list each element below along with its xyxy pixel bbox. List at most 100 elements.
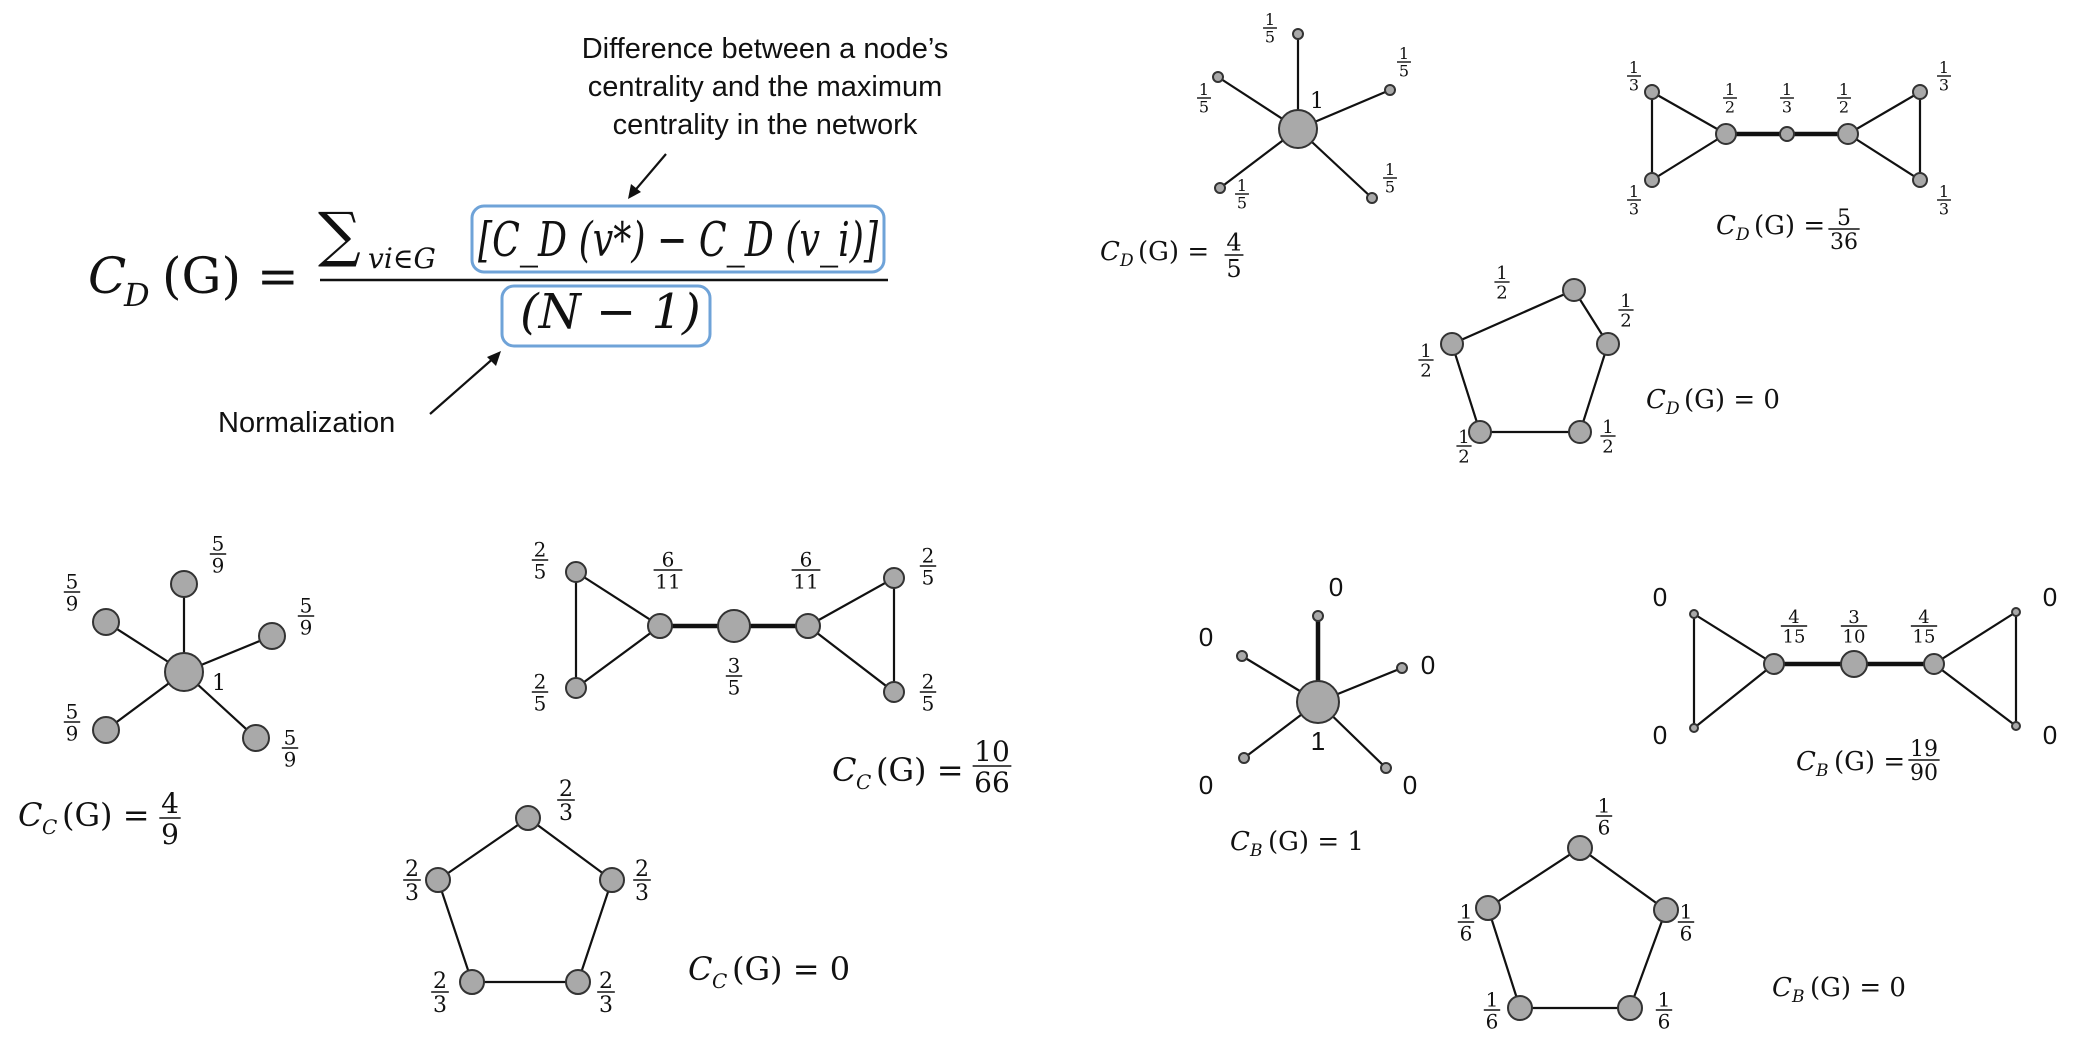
result-argument: (G) = bbox=[62, 796, 150, 834]
star-leaf-label: 15 bbox=[1235, 176, 1249, 213]
fraction-denominator: 11 bbox=[655, 569, 680, 593]
bowtie-node-label: 25 bbox=[531, 669, 549, 715]
fraction-denominator: 3 bbox=[599, 993, 613, 1018]
betweenness-pentagon-result: C B (G) = 0 bbox=[1772, 973, 1906, 1007]
bowtie-node-label: 611 bbox=[653, 547, 683, 593]
star-leaf-node bbox=[1312, 610, 1324, 622]
bowtie-node bbox=[1689, 609, 1699, 619]
fraction-numerator: 1 bbox=[1939, 58, 1949, 77]
pentagon-node bbox=[1568, 420, 1592, 444]
pentagon-node bbox=[1507, 995, 1533, 1021]
bowtie-node bbox=[565, 677, 587, 699]
fraction-numerator: 2 bbox=[433, 969, 447, 994]
fraction-numerator: 2 bbox=[922, 669, 935, 693]
star-leaf-label: 15 bbox=[1197, 80, 1211, 117]
pentagon-node-label: 23 bbox=[597, 969, 615, 1018]
fraction-numerator: 1 bbox=[1629, 182, 1639, 201]
fraction-denominator: 3 bbox=[1629, 76, 1639, 95]
bowtie-node-label: 25 bbox=[919, 543, 937, 589]
star-leaf-node bbox=[170, 570, 198, 598]
betweenness-bowtie-graph: 0 0 0 0 bbox=[1653, 582, 2057, 750]
star-leaf-label: 59 bbox=[209, 531, 227, 577]
bowtie-node-label: 611 bbox=[791, 547, 821, 593]
pentagon-node-label: 12 bbox=[1600, 417, 1616, 458]
fraction-denominator: 9 bbox=[66, 591, 79, 615]
formula-denominator: (N − 1) bbox=[520, 284, 701, 340]
fraction-numerator: 2 bbox=[635, 857, 649, 882]
star-leaf-node bbox=[1292, 28, 1304, 40]
star-leaf-label: 59 bbox=[297, 593, 315, 639]
star-leaf-node bbox=[1396, 662, 1408, 674]
fraction-numerator: 1 bbox=[1629, 58, 1639, 77]
fraction-denominator: 5 bbox=[1385, 178, 1395, 197]
star-leaf-label: 59 bbox=[281, 725, 299, 771]
bowtie-node bbox=[1779, 126, 1795, 142]
fraction-numerator: 1 bbox=[1420, 341, 1431, 362]
bowtie-outer-label: 0 bbox=[2043, 582, 2057, 612]
fraction-denominator: 9 bbox=[212, 553, 225, 577]
star-leaf-label: 15 bbox=[1263, 10, 1277, 47]
degree-star-result: C D (G) = bbox=[1100, 237, 1209, 271]
fraction-denominator: 3 bbox=[1782, 98, 1792, 117]
result-lhs: C bbox=[1646, 385, 1666, 415]
pentagon-node-label: 12 bbox=[1494, 263, 1510, 304]
result-subscript: B bbox=[1791, 987, 1805, 1007]
degree-pentagon-result: C D (G) = 0 bbox=[1646, 385, 1780, 419]
fraction-numerator: 2 bbox=[534, 669, 547, 693]
bowtie-node-label: 13 bbox=[1937, 182, 1951, 219]
star-leaf-node bbox=[1380, 762, 1392, 774]
pentagon-node-label: 16 bbox=[1655, 987, 1673, 1033]
fraction-numerator: 1 bbox=[1839, 80, 1849, 99]
pentagon-node bbox=[515, 805, 541, 831]
fraction-denominator: 5 bbox=[922, 691, 935, 715]
pentagon-node-label: 16 bbox=[1595, 793, 1613, 839]
bowtie-outer-label: 0 bbox=[1653, 582, 1667, 612]
result-subscript: C bbox=[42, 815, 57, 839]
closeness-pentagon-result: C C (G) = 0 bbox=[688, 950, 850, 993]
pentagon-node bbox=[1567, 835, 1593, 861]
result-argument: (G) = 0 bbox=[1810, 973, 1906, 1003]
fraction-denominator: 5 bbox=[534, 691, 547, 715]
fraction-numerator: 1 bbox=[1725, 80, 1735, 99]
bowtie-node-label: 415 bbox=[1910, 607, 1938, 648]
fraction-denominator: 3 bbox=[635, 881, 649, 906]
fraction-numerator: 4 bbox=[161, 787, 179, 820]
betweenness-bowtie-result: C B (G) = bbox=[1796, 747, 1905, 781]
fraction-numerator: 5 bbox=[66, 569, 79, 593]
bowtie-node bbox=[1912, 84, 1928, 100]
pentagon-node bbox=[1440, 332, 1464, 356]
fraction-numerator: 6 bbox=[662, 547, 675, 571]
star-center-node bbox=[164, 652, 204, 692]
result-argument: (G) = bbox=[1138, 237, 1209, 267]
formula-lhs-subscript: D bbox=[123, 276, 150, 314]
pentagon-node bbox=[1562, 278, 1586, 302]
fraction-numerator: 1 bbox=[1939, 182, 1949, 201]
formula-numerator: [C_D (v*) − C_D (v_i)] bbox=[478, 212, 878, 268]
result-subscript: D bbox=[1735, 225, 1750, 245]
bowtie-node bbox=[1837, 123, 1859, 145]
fraction-numerator: 1 bbox=[1496, 263, 1507, 284]
fraction-denominator: 5 bbox=[1237, 194, 1247, 213]
fraction-numerator: 5 bbox=[284, 725, 297, 749]
fraction-denominator: 9 bbox=[284, 747, 297, 771]
result-lhs: C bbox=[1230, 827, 1250, 857]
result-argument: (G) = bbox=[1754, 211, 1825, 241]
bowtie-node bbox=[883, 567, 905, 589]
fraction-numerator: 2 bbox=[559, 777, 573, 802]
fraction-denominator: 5 bbox=[1226, 255, 1241, 283]
annotation-top-line-1: Difference between a node’s bbox=[582, 33, 949, 65]
bowtie-node bbox=[647, 613, 673, 639]
denominator-highlight-box bbox=[500, 284, 712, 348]
star-leaf-label: 59 bbox=[63, 569, 81, 615]
pentagon-node bbox=[1475, 895, 1501, 921]
bowtie-node bbox=[1912, 172, 1928, 188]
fraction-numerator: 1 bbox=[1399, 44, 1409, 63]
bowtie-node bbox=[2011, 607, 2021, 617]
result-subscript: B bbox=[1249, 841, 1263, 861]
closeness-star-graph: 1 bbox=[92, 570, 286, 752]
result-subscript: C bbox=[856, 770, 871, 794]
bowtie-node bbox=[2011, 721, 2021, 731]
fraction-denominator: 2 bbox=[1620, 311, 1631, 332]
result-fraction: 536 bbox=[1828, 206, 1860, 255]
